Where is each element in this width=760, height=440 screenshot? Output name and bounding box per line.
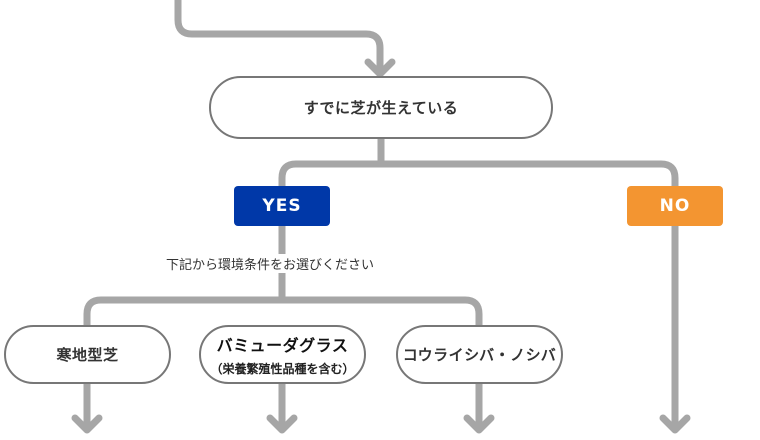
korai-arrow-head (463, 414, 495, 434)
question-label: すでに芝が生えている (303, 99, 459, 117)
no-arrow-head (659, 414, 691, 434)
option-korai[interactable]: コウライシバ・ノシバ (396, 325, 563, 384)
incoming-arrow-head (364, 58, 396, 78)
no-label: NO (659, 196, 691, 216)
options-horizontal-connector (83, 296, 483, 330)
yes-badge: YES (234, 186, 330, 226)
option-cold-type[interactable]: 寒地型芝 (4, 325, 171, 384)
bermuda-arrow-head (266, 414, 298, 434)
option-bermuda-label: バミューダグラス (216, 336, 349, 355)
no-branch-connector (377, 160, 679, 192)
cold-type-arrow-head (71, 414, 103, 434)
option-korai-label: コウライシバ・ノシバ (402, 346, 557, 364)
option-cold-type-label: 寒地型芝 (56, 346, 119, 364)
yes-branch-connector (278, 160, 385, 192)
yes-label: YES (262, 196, 302, 216)
option-bermuda-sub-label: （栄養繁殖性品種を含む） (210, 362, 355, 376)
no-badge: NO (627, 186, 723, 226)
option-bermuda[interactable]: バミューダグラス （栄養繁殖性品種を含む） (199, 325, 366, 384)
instruction-text: 下記から環境条件をお選びください (162, 254, 379, 273)
question-node: すでに芝が生えている (209, 76, 553, 139)
incoming-connector (174, 0, 384, 76)
